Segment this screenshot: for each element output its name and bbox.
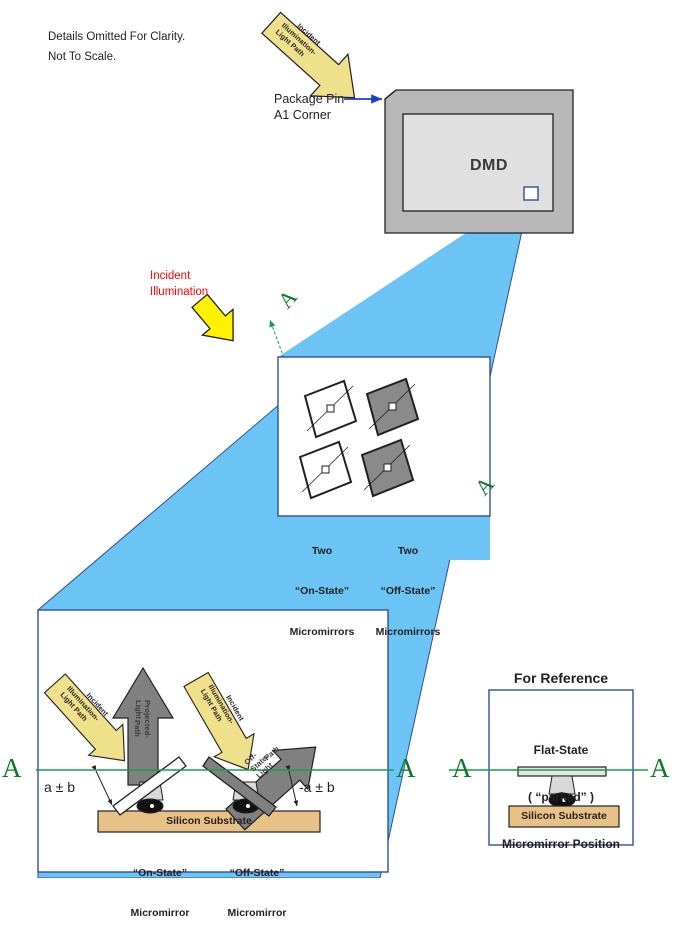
reference-heading: For Reference <box>513 670 609 686</box>
on-state-cross-section <box>43 666 321 833</box>
array-caption-left-line2: “On-State” <box>294 585 350 598</box>
on-incident-arrow <box>43 673 126 762</box>
micromirror-off-1 <box>365 377 420 437</box>
package-pin-label-line1: Package Pin <box>274 92 345 106</box>
off-state-mirror-plate <box>202 756 277 817</box>
incident-illumination-arrow <box>191 293 234 342</box>
reference-line2: ( “parked” ) <box>527 789 594 804</box>
on-state-caption-line2: Micromirror <box>130 907 190 920</box>
note-line-2: Not To Scale. <box>48 51 117 63</box>
dmd-operation-diagram: Details Omitted For Clarity. Not To Scal… <box>2 11 670 919</box>
reference-substrate <box>508 805 620 828</box>
micromirror-on-1 <box>303 379 358 439</box>
array-caption-right-line3: Micromirrors <box>375 625 441 638</box>
array-caption-left-line1: Two <box>311 544 333 557</box>
reference-panel <box>488 689 634 846</box>
dmd-zoom-origin-square <box>523 186 539 201</box>
diagram-canvas <box>36 11 648 878</box>
reference-line3: Micromirror Position <box>501 836 620 851</box>
on-state-caption-line1: “On-State” <box>132 866 188 879</box>
micromirror-on-2 <box>298 440 353 500</box>
dmd-label: DMD <box>470 157 508 174</box>
array-caption-right-line1: Two <box>397 544 419 557</box>
section-marker-a-left: A <box>2 753 22 783</box>
on-state-mirror-plate <box>112 756 187 816</box>
dmd-package <box>384 89 574 234</box>
on-state-substrate <box>97 810 321 833</box>
reference-body: Flat-State ( “parked” ) Micromirror Posi… <box>489 712 633 884</box>
array-caption-left-line3: Micromirrors <box>289 625 355 638</box>
section-marker-a-mid-left: A <box>396 753 416 783</box>
on-substrate-label: Silicon Substrate <box>166 815 252 827</box>
projected-light-line2: Path <box>133 720 142 737</box>
array-caption-left: Two “On-State” Micromirrors <box>276 518 368 666</box>
off-state-cross-section <box>183 671 317 831</box>
incident-label-line2: Illumination <box>150 286 209 298</box>
array-caption-right: Two “Off-State” Micromirrors <box>362 518 454 666</box>
off-incident-arrow <box>183 671 255 771</box>
off-state-angle-label: -a ± b <box>299 779 335 795</box>
reference-substrate-label: Silicon Substrate <box>521 810 607 822</box>
off-state-caption: “Off-State” Micromirror <box>205 840 309 948</box>
off-state-caption-line2: Micromirror <box>227 907 287 920</box>
top-incident-light-arrow <box>261 11 356 99</box>
on-state-caption: “On-State” Micromirror <box>108 840 212 948</box>
section-marker-a-right: A <box>650 753 670 783</box>
off-state-caption-line1: “Off-State” <box>229 866 285 879</box>
micromirror-off-2 <box>360 438 415 498</box>
section-marker-a-mid-right: A <box>452 753 472 783</box>
package-pin-label-line2: A1 Corner <box>274 108 331 122</box>
array-caption-right-line2: “Off-State” <box>380 585 436 598</box>
note-line-1: Details Omitted For Clarity. <box>48 31 186 43</box>
incident-label-line1: Incident <box>150 270 191 282</box>
reference-line1: Flat-State <box>533 743 589 758</box>
micromirror-array-panel <box>277 356 491 517</box>
on-state-angle-label: a ± b <box>44 779 76 795</box>
